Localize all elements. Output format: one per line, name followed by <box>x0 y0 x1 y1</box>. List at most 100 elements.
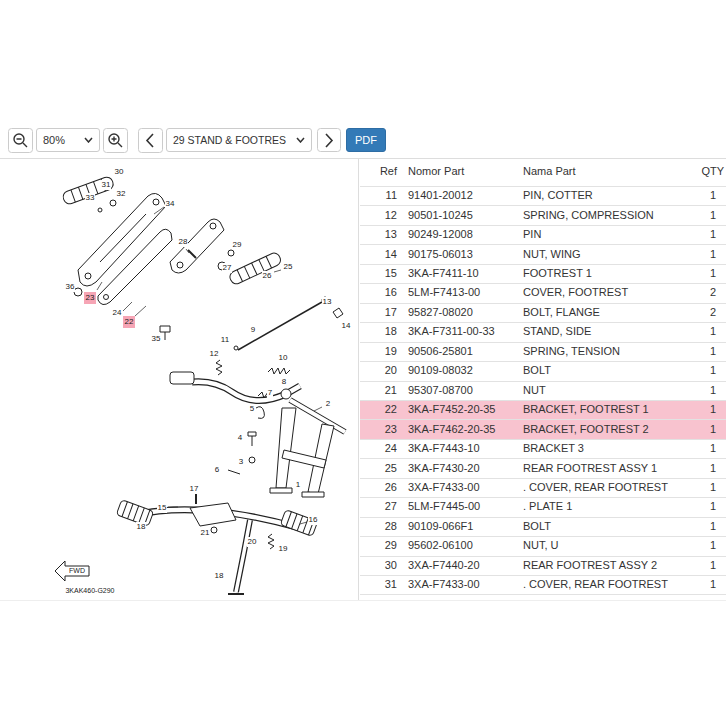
bolt <box>195 494 197 504</box>
table-header: Nama Part <box>523 165 576 178</box>
table-cell: 31 <box>385 578 397 591</box>
table-cell: 1 <box>710 345 716 358</box>
bracket-hole <box>210 223 216 229</box>
forward-arrow: FWD <box>54 560 90 582</box>
node-text: 29 STAND & FOOTRES <box>173 134 286 146</box>
node-text: PDF <box>355 134 377 146</box>
dropdown-caret <box>84 137 93 143</box>
chevron-left <box>147 134 153 147</box>
table-cell: 95307-08700 <box>408 384 473 397</box>
hook <box>256 407 264 419</box>
prev-button <box>139 129 163 153</box>
nut <box>211 527 217 533</box>
table-cell: 30 <box>385 559 397 572</box>
table-cell: 90109-066F1 <box>408 520 473 533</box>
callout-number: 24 <box>112 308 123 318</box>
table-cell: BOLT <box>523 364 551 377</box>
table-cell: BOLT, FLANGE <box>523 306 600 319</box>
callout-number: 28 <box>178 237 189 247</box>
table-cell: 1 <box>710 578 716 591</box>
table-cell: 1 <box>710 423 716 436</box>
next-button <box>317 128 341 152</box>
row-rule <box>360 458 726 459</box>
callout-number: 32 <box>116 189 127 199</box>
side-stand-outline <box>236 520 250 592</box>
table-cell: 3XA-F7433-00 <box>408 481 480 494</box>
table-cell: PIN, COTTER <box>523 189 593 202</box>
pedal-pivot <box>281 389 291 399</box>
callout-number: 9 <box>250 325 256 335</box>
callout-number: 4 <box>237 433 243 443</box>
table-cell: SPRING, TENSION <box>523 345 620 358</box>
bracket-slot <box>100 214 146 262</box>
callout-number: 33 <box>85 193 96 203</box>
row-rule <box>360 283 726 284</box>
table-cell: 90109-08032 <box>408 364 473 377</box>
callout-number: 11 <box>220 335 230 345</box>
table-cell: 1 <box>710 539 716 552</box>
table-cell: 1 <box>710 228 716 241</box>
table-cell: REAR FOOTREST ASSY 2 <box>523 559 657 572</box>
rod-end <box>228 470 240 474</box>
table-cell: . COVER, REAR FOOTREST <box>523 578 668 591</box>
callout-number: 17 <box>189 484 200 494</box>
rear-footrest-peg <box>228 251 282 286</box>
plus-icon <box>112 137 123 148</box>
row-rule <box>360 186 726 187</box>
node-text: FWD <box>69 567 85 575</box>
zoom-in-button <box>104 129 128 153</box>
brake-rod <box>238 302 322 350</box>
table-cell: 3XA-F7433-00 <box>408 578 480 591</box>
node-text: 80% <box>43 134 65 146</box>
table-cell: 1 <box>710 364 716 377</box>
table-header: Nomor Part <box>408 165 464 178</box>
row-rule <box>360 497 726 498</box>
callout-number: 20 <box>247 537 258 547</box>
table-cell: BRACKET 3 <box>523 442 584 455</box>
dropdown-select: 29 STAND & FOOTRES <box>166 128 312 152</box>
callout-number: 31 <box>101 180 112 190</box>
highlighted-callout: 22 <box>123 316 136 328</box>
leader-line <box>154 207 164 214</box>
leader-lines <box>97 207 322 524</box>
leader-line <box>186 249 189 253</box>
table-cell: 26 <box>385 481 397 494</box>
table-cell: 90506-25801 <box>408 345 473 358</box>
table-cell: 2 <box>710 286 716 299</box>
row-rule <box>360 517 726 518</box>
table-cell: 21 <box>385 384 397 397</box>
bracket-plate <box>78 193 166 286</box>
bolt <box>248 432 256 446</box>
table-cell: STAND, SIDE <box>523 325 591 338</box>
nut <box>228 250 234 256</box>
leader-line <box>274 270 281 272</box>
table-cell: 1 <box>710 248 716 261</box>
brake-pedal-pad <box>170 372 194 384</box>
row-rule <box>360 575 726 576</box>
table-cell: . PLATE 1 <box>523 500 572 513</box>
center-stand-leg <box>276 408 296 488</box>
table-cell: NUT <box>523 384 546 397</box>
table-cell: . COVER, REAR FOOTREST <box>523 481 668 494</box>
table-cell: 90175-06013 <box>408 248 473 261</box>
exploded-view <box>62 175 345 594</box>
table-cell: 22 <box>385 403 397 416</box>
table-cell: 90249-12008 <box>408 228 473 241</box>
table-cell: 1 <box>710 462 716 475</box>
bracket-hole <box>104 295 109 300</box>
table-header: Ref <box>380 165 397 178</box>
callout-number: 12 <box>209 349 220 359</box>
leader-line <box>97 282 102 290</box>
footrest-bracket <box>190 503 236 526</box>
leader-line <box>300 522 307 524</box>
callout-number: 25 <box>283 262 294 272</box>
leader-line <box>168 507 178 508</box>
table-header: QTY <box>701 165 724 178</box>
row-rule <box>360 264 726 265</box>
highlighted-callout: 23 <box>84 292 97 304</box>
compression-spring <box>216 360 222 375</box>
callout-number: 29 <box>232 240 243 250</box>
caret-path <box>85 138 92 142</box>
table-cell: 1 <box>710 481 716 494</box>
